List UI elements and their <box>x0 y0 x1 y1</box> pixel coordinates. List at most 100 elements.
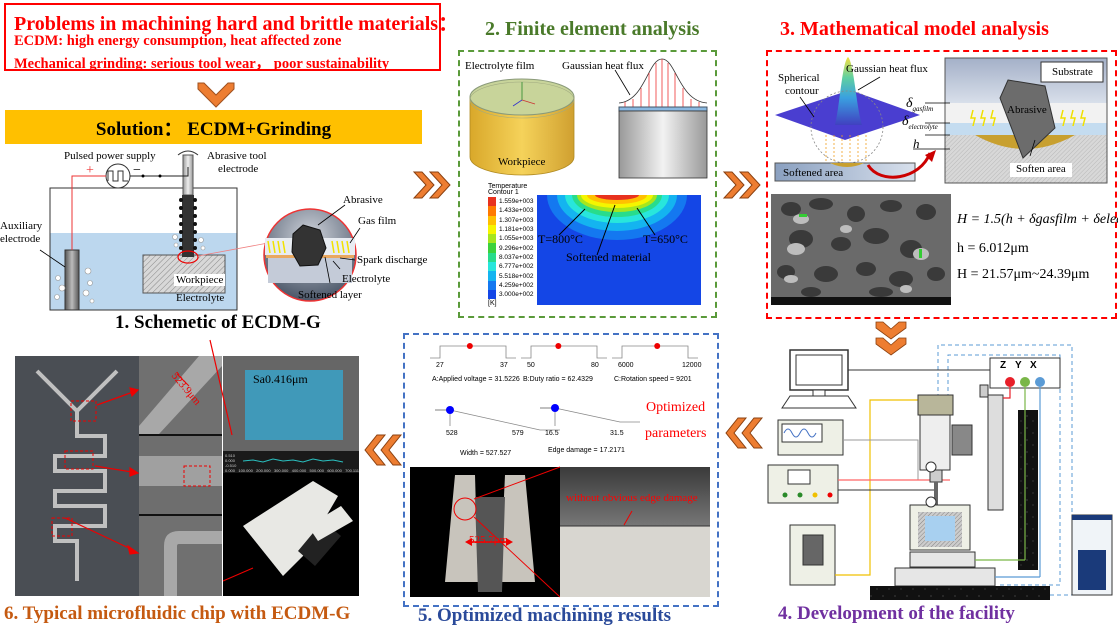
label-softened-material: Softened material <box>566 250 651 264</box>
section-1-title: 1. Schemetic of ECDM-G <box>115 312 321 333</box>
legend-swatch <box>488 197 496 207</box>
label-substrate: Substrate <box>1052 66 1093 78</box>
factor-optimum-point <box>555 343 562 349</box>
section-3-box <box>766 50 1117 319</box>
ecdm-schematic <box>39 150 361 311</box>
profile-tick: 600.000 <box>327 468 342 473</box>
microfluidic-chip-image <box>15 356 139 596</box>
factor-range-line <box>430 345 516 359</box>
profile-y-tick: 0.510 <box>225 453 236 458</box>
legend-value: 3.000e+002 <box>499 291 534 299</box>
double-chevron-right-icon <box>412 171 451 199</box>
solution-bar: Solution： ECDM+Grinding <box>5 110 422 144</box>
label-delta-gasfilm: δgasfilm <box>906 96 933 113</box>
legend-value: 1.055e+003 <box>499 235 534 243</box>
channel-width-measure: 525.7μm <box>469 534 509 546</box>
factor-high: 80 <box>591 362 599 369</box>
legend-entry: 1.307e+003 <box>488 215 534 225</box>
formula-H-value: H = 21.57μm~24.39μm <box>957 267 1090 282</box>
legend-swatch <box>488 234 496 244</box>
width-point <box>446 406 454 414</box>
edge-high: 31.5 <box>610 430 624 437</box>
legend-value: 8.037e+002 <box>499 253 534 261</box>
edge-damage-point <box>551 404 559 412</box>
section-3-title: 3. Mathematical model analysis <box>780 18 1049 40</box>
label-spark-discharge: Spark discharge <box>357 254 428 266</box>
legend-title: Temperature <box>488 183 528 190</box>
legend-value: 1.307e+003 <box>499 216 534 224</box>
label-t800: T=800°C <box>538 232 583 246</box>
section-6-title: 6. Typical microfluidic chip with ECDM-G <box>4 603 351 624</box>
delta-symbol: δ <box>902 114 909 129</box>
label-auxiliary: Auxiliary <box>0 220 43 232</box>
edge-micrograph <box>560 467 710 597</box>
channel-3d-image <box>410 466 561 598</box>
factor-plots <box>430 343 698 359</box>
label-spherical: Spherical <box>778 72 820 84</box>
profile-tick: 300.000 <box>273 468 289 473</box>
delta-leader-lines <box>913 102 950 150</box>
profile-tick: 400.000 <box>291 468 307 473</box>
label-pulsed-power-supply: Pulsed power supply <box>64 150 156 162</box>
legend-entry: 1.055e+003 <box>488 234 534 244</box>
legend-swatch <box>488 206 496 216</box>
profile-y-tick: -0.510 <box>225 463 237 468</box>
zoom-arrows <box>64 339 233 555</box>
label-gas-film: Gas film <box>358 215 397 227</box>
axis-label-y: Y <box>1015 360 1022 371</box>
label-abrasive: Abrasive <box>343 194 383 206</box>
formula-H: H = 1.5(h + δgasfilm + δelectrolyte) <box>957 212 1118 227</box>
problems-ecdm: ECDM: high energy consumption, heat affe… <box>14 33 342 49</box>
legend-swatch <box>488 262 496 272</box>
legend-entry: 8.037e+002 <box>488 252 534 263</box>
surface-roughness-image <box>222 356 359 596</box>
solution-label: Solution： ECDM+Grinding <box>95 118 332 140</box>
edge-low: 16.5 <box>545 430 559 437</box>
legend-entry: 9.296e+002 <box>488 243 534 253</box>
profile-tick: 100.000 <box>238 468 253 473</box>
profile-tick: 200.000 <box>256 468 271 473</box>
legend-swatch <box>488 215 496 225</box>
label-gaussian-heat-flux-3: Gaussian heat flux <box>846 63 928 75</box>
parameters-label: parameters <box>645 426 707 441</box>
label-abrasive-tool: Abrasive tool <box>207 150 267 162</box>
edge-damage-note: without obvious edge damage <box>566 492 698 504</box>
profile-tick: 700.111 <box>345 468 359 473</box>
delta-electrolyte-subscript: electrolyte <box>908 122 938 131</box>
profile-y-tick: 0.000 <box>225 458 236 463</box>
label-abrasive-tool-electrode: electrode <box>218 163 259 175</box>
legend-swatch <box>488 224 496 235</box>
width-low: 528 <box>446 430 458 437</box>
legend-entry: 1.433e+003 <box>488 206 534 216</box>
section-4-title: 4. Development of the facility <box>778 603 1015 624</box>
delta-gasfilm-subscript: gasfilm <box>912 104 934 113</box>
double-chevron-left-icon <box>725 417 764 449</box>
label-softened-area: Softened area <box>783 167 844 179</box>
roughness-value: Sa0.416μm <box>253 372 308 386</box>
legend-entry: 6.777e+002 <box>488 262 534 272</box>
label-auxiliary-electrode: electrode <box>0 233 41 245</box>
gaussian-heat-flux-diagram <box>614 58 708 179</box>
width-response-label: Width = 527.527 <box>460 450 512 457</box>
legend-value: 4.259e+002 <box>499 281 534 289</box>
legend-swatch <box>488 271 496 281</box>
sem-abrasive-image <box>771 194 951 305</box>
legend-swatch <box>488 243 496 253</box>
legend-value: 1.559e+003 <box>499 198 534 206</box>
factor-range-line <box>521 345 607 359</box>
axis-label-z: Z <box>1000 360 1007 371</box>
factor-high: 37 <box>500 362 508 369</box>
chevron-down-icon <box>197 82 235 108</box>
problems-grinding: Mechanical grinding: serious tool wear， … <box>14 56 390 72</box>
legend-entry: 4.259e+002 <box>488 280 534 290</box>
legend-value: 9.296e+002 <box>499 244 534 252</box>
label-plus: + <box>86 163 94 178</box>
legend-swatch <box>488 252 496 263</box>
section-2-box <box>458 50 717 318</box>
factor-label: A:Applied voltage = 31.5226 <box>432 376 520 383</box>
legend-entry: 1.559e+003 <box>488 197 534 207</box>
factor-label: C:Rotation speed = 9201 <box>614 376 692 383</box>
label-workpiece: Workpiece <box>174 274 226 286</box>
